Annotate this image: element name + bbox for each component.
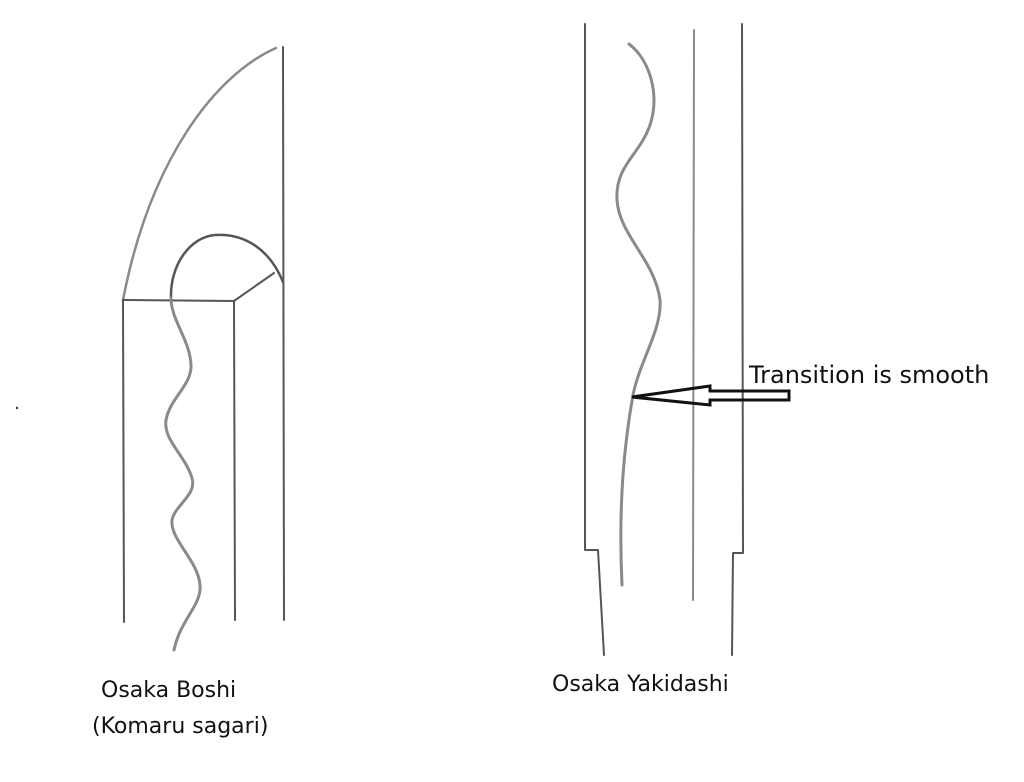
yakidashi-shinogi-line [692, 29, 695, 601]
boshi-cutting-edge-line [122, 299, 125, 623]
boshi-title-label: Osaka Boshi [101, 678, 237, 703]
boshi-sketch [121, 46, 285, 652]
boshi-yokote-line [122, 299, 235, 302]
yakidashi-sketch [584, 23, 791, 656]
boshi-shinogi-line [233, 300, 236, 621]
boshi-hamon-wave [164, 296, 202, 652]
boshi-spine-line [282, 46, 285, 621]
yakidashi-edge-line [584, 23, 605, 656]
yakidashi-hamon-wave [615, 42, 662, 587]
transition-arrow-icon [631, 384, 791, 407]
boshi-komaru-curve [169, 233, 285, 300]
yakidashi-spine-line [731, 23, 744, 656]
boshi-koshinogi-line [233, 272, 275, 302]
transition-annotation-label: Transition is smooth [749, 361, 990, 389]
boshi-kissaki-edge [121, 46, 278, 302]
yakidashi-title-label: Osaka Yakidashi [552, 672, 729, 697]
stray-dot [15, 406, 19, 410]
boshi-subtitle-label: (Komaru sagari) [92, 714, 269, 739]
